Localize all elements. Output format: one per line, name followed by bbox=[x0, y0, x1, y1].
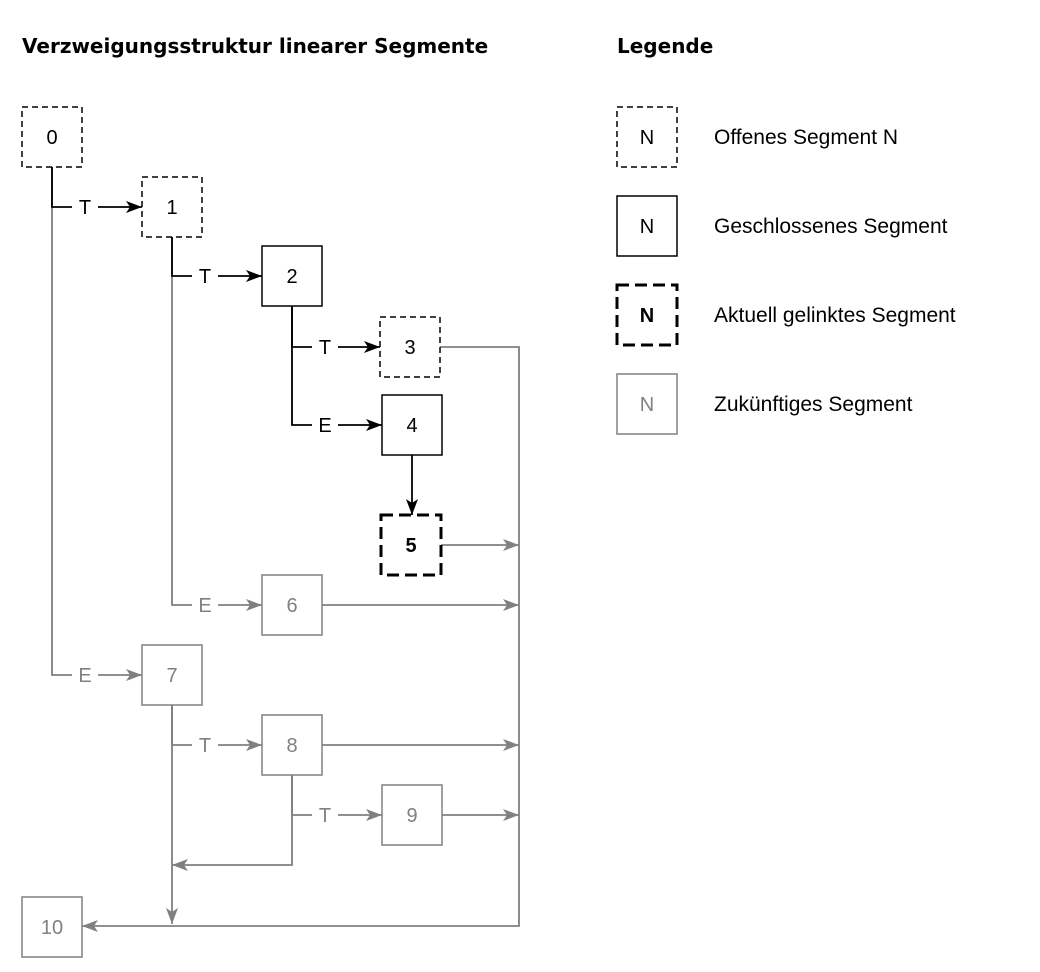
legend-label-open: Offenes Segment N bbox=[714, 126, 898, 149]
segment-node-1: 1 bbox=[141, 176, 203, 238]
legend-symbol-current-label: N bbox=[640, 305, 654, 327]
branch-label-2-4: E bbox=[318, 415, 331, 437]
legend-symbol-future: N bbox=[616, 373, 678, 435]
segment-node-9-box bbox=[381, 784, 443, 846]
segment-node-7: 7 bbox=[141, 644, 203, 706]
legend-symbol-future-label: N bbox=[640, 394, 654, 416]
branch-label-1-2: T bbox=[199, 266, 211, 288]
segment-node-9: 9 bbox=[381, 784, 443, 846]
segment-node-3-box bbox=[379, 316, 441, 378]
segment-node-1-box bbox=[141, 176, 203, 238]
branch-label-1-6: E bbox=[198, 595, 211, 617]
branch-line-7-8 bbox=[171, 705, 192, 746]
branch-label-8-9: T bbox=[319, 805, 331, 827]
legend-symbol-current: N bbox=[615, 283, 679, 347]
segment-node-8-box bbox=[261, 714, 323, 776]
segment-node-2-box bbox=[261, 245, 323, 307]
segment-node-3-label: 3 bbox=[404, 337, 415, 359]
segment-node-6: 6 bbox=[261, 574, 323, 636]
segment-node-0-box bbox=[21, 106, 83, 168]
legend-title: Legende bbox=[617, 34, 714, 58]
branch-label-0-7: E bbox=[78, 665, 91, 687]
segment-node-10: 10 bbox=[21, 896, 83, 958]
legend-label-future: Zukünftiges Segment bbox=[714, 393, 913, 416]
legend-symbol-closed-box bbox=[616, 195, 678, 257]
branch-line-1-6 bbox=[171, 237, 192, 606]
segment-node-8: 8 bbox=[261, 714, 323, 776]
legend-symbol-open-box bbox=[616, 106, 678, 168]
segment-node-10-label: 10 bbox=[41, 917, 63, 939]
segment-node-7-label: 7 bbox=[166, 665, 177, 687]
branch-label-7-8: T bbox=[199, 735, 211, 757]
branch-line-0-7 bbox=[51, 167, 72, 676]
branch-line-1-2 bbox=[171, 237, 192, 277]
branch-label-2-3: T bbox=[319, 337, 331, 359]
segment-node-2: 2 bbox=[261, 245, 323, 307]
segment-node-5-label: 5 bbox=[405, 535, 416, 557]
segment-node-2-label: 2 bbox=[286, 266, 297, 288]
legend-symbol-closed-label: N bbox=[640, 216, 654, 238]
branch-line-2-3 bbox=[291, 306, 312, 348]
branch-line-0-1 bbox=[51, 167, 72, 208]
flow-8-7-trunk bbox=[172, 775, 293, 871]
diagram-title: Verzweigungsstruktur linearer Segmente bbox=[22, 34, 489, 58]
legend-symbol-open-label: N bbox=[640, 127, 654, 149]
segment-node-5: 5 bbox=[379, 513, 443, 577]
legend-symbol-closed: N bbox=[616, 195, 678, 257]
segment-node-5-box bbox=[379, 513, 443, 577]
segment-node-0: 0 bbox=[21, 106, 83, 168]
segment-node-4-label: 4 bbox=[406, 415, 417, 437]
branch-line-2-4 bbox=[291, 306, 312, 426]
segment-node-6-box bbox=[261, 574, 323, 636]
branch-label-0-1: T bbox=[79, 197, 91, 219]
segment-node-10-box bbox=[21, 896, 83, 958]
legend-symbol-current-box bbox=[615, 283, 679, 347]
segment-node-3: 3 bbox=[379, 316, 441, 378]
segment-node-0-label: 0 bbox=[46, 127, 57, 149]
segment-node-8-label: 8 bbox=[286, 735, 297, 757]
segment-node-7-box bbox=[141, 644, 203, 706]
flow-3-10 bbox=[82, 346, 520, 932]
legend-symbol-future-box bbox=[616, 373, 678, 435]
legend-symbol-open: N bbox=[616, 106, 678, 168]
segment-node-6-label: 6 bbox=[286, 595, 297, 617]
branch-line-8-9 bbox=[291, 775, 312, 816]
segment-node-9-label: 9 bbox=[406, 805, 417, 827]
segment-node-4-box bbox=[381, 394, 443, 456]
legend-label-current: Aktuell gelinktes Segment bbox=[714, 304, 956, 327]
legend-label-closed: Geschlossenes Segment bbox=[714, 215, 948, 238]
segment-node-4: 4 bbox=[381, 394, 443, 456]
segment-node-1-label: 1 bbox=[166, 197, 177, 219]
